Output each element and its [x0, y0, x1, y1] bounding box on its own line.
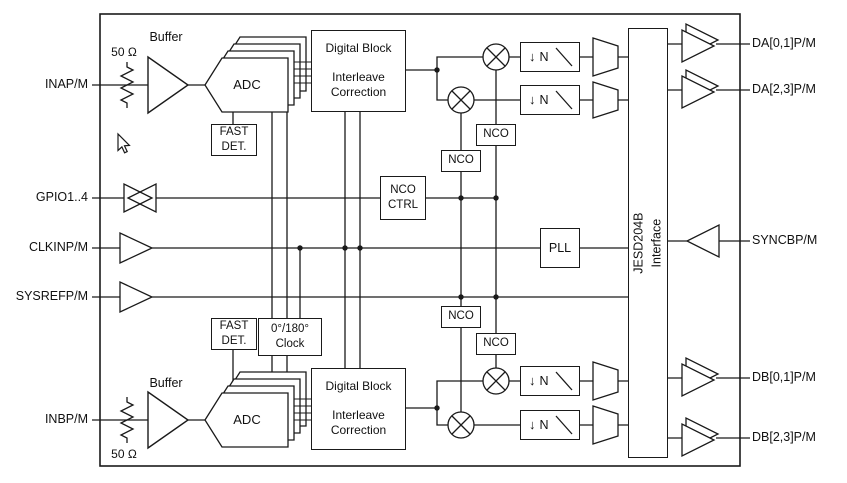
port-label-db01: DB[0,1]P/M [752, 370, 816, 384]
downsample-arrow-icon: ↓ [529, 92, 536, 108]
fast-det-b-box: FAST DET. [211, 318, 257, 350]
gpio-buffer-icon [123, 182, 157, 214]
decimator-b1-box: ↓ N [520, 366, 580, 396]
port-label-da23: DA[2,3]P/M [752, 82, 816, 96]
nco-ctrl-line1: NCO [390, 184, 416, 197]
digital-block-b-sub2: Correction [330, 423, 387, 438]
digital-block-a-box: Digital Block Interleave Correction [311, 30, 406, 112]
jesd204b-interface-box: JESD204B Interface [628, 28, 668, 458]
clock-box-line1: 0°/180° [271, 323, 309, 336]
termination-resistor-a-icon [119, 62, 135, 108]
decimation-factor: N [539, 92, 549, 107]
decimator-b2-box: ↓ N [520, 410, 580, 440]
port-label-da01: DA[0,1]P/M [752, 36, 816, 50]
port-label-gpio: GPIO1..4 [35, 190, 88, 204]
digital-block-a-sub1: Interleave [332, 69, 385, 84]
clock-box-line2: Clock [275, 338, 305, 350]
downsample-arrow-icon: ↓ [529, 49, 536, 65]
digital-block-a-sub2: Correction [330, 85, 387, 100]
clkin-receiver-icon [119, 231, 154, 265]
digital-block-a-title: Digital Block [325, 41, 392, 56]
port-label-clkin: CLKINP/M [28, 240, 88, 254]
input-buffer-a-icon [147, 55, 190, 115]
wires [92, 43, 750, 439]
nco-b1-box: NCO [441, 306, 481, 328]
nco-a1-box: NCO [476, 124, 516, 146]
port-label-db23: DB[2,3]P/M [752, 430, 816, 444]
digital-block-b-sub1: Interleave [332, 407, 385, 422]
chip-boundary [99, 13, 741, 467]
adc-stack-b-icon [204, 371, 307, 448]
decimation-factor: N [539, 417, 549, 432]
pll-box: PLL [540, 228, 580, 268]
buffer-a-label: Buffer [149, 30, 183, 44]
port-label-syncb: SYNCBP/M [752, 233, 818, 247]
junction-dots [297, 67, 499, 411]
termination-a-label: 50 Ω [111, 45, 137, 59]
clock-box: 0°/180° Clock [258, 318, 322, 356]
nco-a2-box: NCO [441, 150, 481, 172]
nco-ctrl-line2: CTRL [387, 199, 419, 211]
downsample-arrow-icon: ↓ [529, 417, 536, 433]
port-label-inbp: INBP/M [44, 412, 88, 426]
sysref-receiver-icon [119, 280, 154, 314]
buffer-b-label: Buffer [149, 376, 183, 390]
jesd-label-line1: JESD204B [631, 212, 646, 274]
port-label-inap: INAP/M [44, 77, 88, 91]
adc-a-label: ADC [233, 77, 261, 92]
mux-icons [592, 37, 619, 445]
adc-b-label: ADC [233, 412, 261, 427]
termination-b-label: 50 Ω [111, 447, 137, 461]
syncb-receiver-icon [685, 223, 720, 259]
decimation-factor: N [539, 49, 549, 64]
downsample-arrow-icon: ↓ [529, 373, 536, 389]
jesd-label-line2: Interface [650, 218, 664, 268]
decimator-slash-icons [555, 47, 573, 435]
input-buffer-b-icon [147, 390, 190, 450]
output-driver-icons [681, 22, 720, 458]
decimator-a1-box: ↓ N [520, 42, 580, 72]
port-label-sysref: SYSREFP/M [15, 289, 88, 303]
adc-stack-a-icon [204, 36, 307, 113]
mouse-cursor-icon [117, 132, 131, 154]
digital-block-b-box: Digital Block Interleave Correction [311, 368, 406, 450]
decimation-factor: N [539, 373, 549, 388]
nco-b2-box: NCO [476, 333, 516, 355]
fast-det-a-box: FAST DET. [211, 124, 257, 156]
digital-block-b-title: Digital Block [325, 379, 392, 394]
mixer-icons [447, 43, 510, 439]
adc-bus-lines [294, 61, 311, 421]
termination-resistor-b-icon [119, 397, 135, 443]
decimator-a2-box: ↓ N [520, 85, 580, 115]
nco-ctrl-box: NCO CTRL [380, 176, 426, 220]
